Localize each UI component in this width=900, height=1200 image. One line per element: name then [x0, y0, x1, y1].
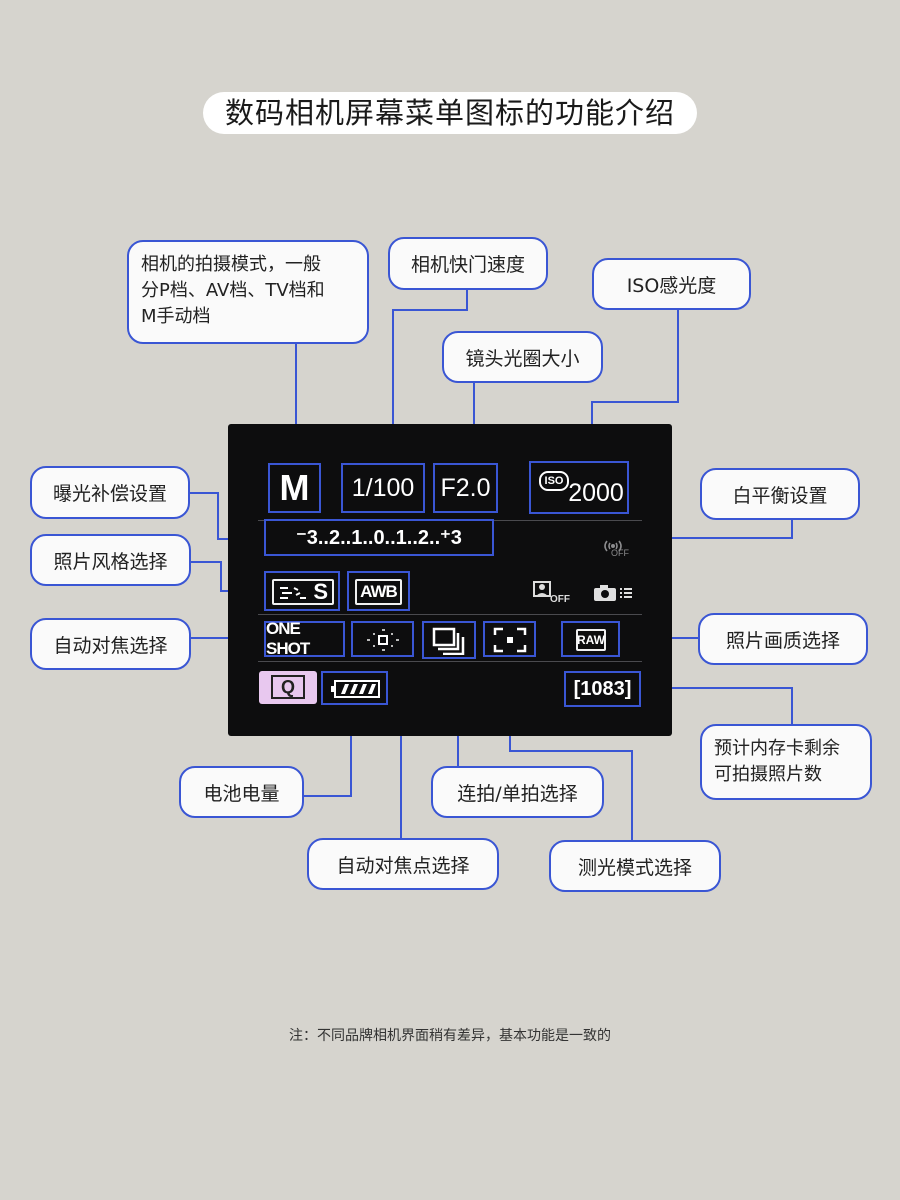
battery-box[interactable]: [321, 671, 388, 705]
label-af-mode: 自动对焦选择: [30, 618, 191, 670]
label-white-balance: 白平衡设置: [700, 468, 860, 520]
aperture-box[interactable]: F2.0: [433, 463, 498, 513]
camera-settings-icon: [592, 582, 636, 604]
af-mode-value: ONE SHOT: [266, 619, 310, 658]
af-point-icon: [367, 629, 399, 651]
label-picture-style: 照片风格选择: [30, 534, 191, 586]
iso-value: 2000: [568, 478, 624, 507]
label-image-quality: 照片画质选择: [698, 613, 868, 665]
quick-menu-label: Q: [271, 675, 305, 699]
white-balance-box[interactable]: AWB: [347, 571, 410, 611]
page-title: 数码相机屏幕菜单图标的功能介绍: [203, 92, 697, 134]
label-battery: 电池电量: [179, 766, 304, 818]
shooting-mode-value: M: [279, 467, 310, 508]
shots-remaining-value: [1083]: [573, 677, 632, 700]
image-quality-box[interactable]: RAW: [561, 621, 620, 657]
white-balance-value: AWB: [355, 579, 402, 605]
iso-box[interactable]: ISO 2000: [529, 461, 629, 514]
flash-off-icon: OFF: [532, 580, 570, 608]
metering-icon: [493, 627, 527, 653]
label-exposure-comp: 曝光补偿设置: [30, 466, 190, 519]
shutter-speed-box[interactable]: 1/100: [341, 463, 425, 513]
image-quality-value: RAW: [576, 629, 606, 651]
label-af-point: 自动对焦点选择: [307, 838, 499, 890]
label-shutter-speed: 相机快门速度: [388, 237, 548, 290]
label-metering: 测光模式选择: [549, 840, 721, 892]
exposure-scale: ⁻3..2..1..0..1..2..⁺3: [296, 527, 462, 549]
iso-prefix: ISO: [539, 471, 569, 491]
aperture-value: F2.0: [440, 473, 491, 502]
quick-menu-button[interactable]: Q: [259, 671, 317, 704]
picture-style-box[interactable]: S: [264, 571, 340, 611]
drive-mode-box[interactable]: [422, 621, 476, 659]
shutter-speed-value: 1/100: [351, 473, 415, 502]
wireless-off-label: OFF: [611, 548, 629, 558]
wireless-off-icon: OFF: [593, 532, 633, 560]
label-iso: ISO感光度: [592, 258, 751, 310]
label-shots-remaining: 预计内存卡剩余 可拍摄照片数: [700, 724, 872, 800]
footnote: 注：不同品牌相机界面稍有差异，基本功能是一致的: [289, 1028, 611, 1044]
shooting-mode-box[interactable]: M: [268, 463, 321, 513]
shots-remaining-box[interactable]: [1083]: [564, 671, 641, 707]
label-drive-mode: 连拍/单拍选择: [431, 766, 604, 818]
battery-icon: [331, 680, 380, 698]
label-shooting-mode: 相机的拍摄模式，一般 分P档、AV档、TV档和 M手动档: [127, 240, 369, 344]
metering-box[interactable]: [483, 621, 536, 657]
af-mode-box[interactable]: ONE SHOT: [264, 619, 345, 658]
exposure-scale-box[interactable]: ⁻3..2..1..0..1..2..⁺3: [264, 519, 494, 556]
label-aperture: 镜头光圈大小: [442, 331, 603, 383]
af-point-box[interactable]: [351, 621, 414, 657]
picture-style-letter: S: [313, 579, 328, 604]
flash-off-label: OFF: [550, 594, 570, 605]
drive-mode-icon: [432, 627, 465, 655]
picture-style-icon: S: [272, 579, 334, 605]
